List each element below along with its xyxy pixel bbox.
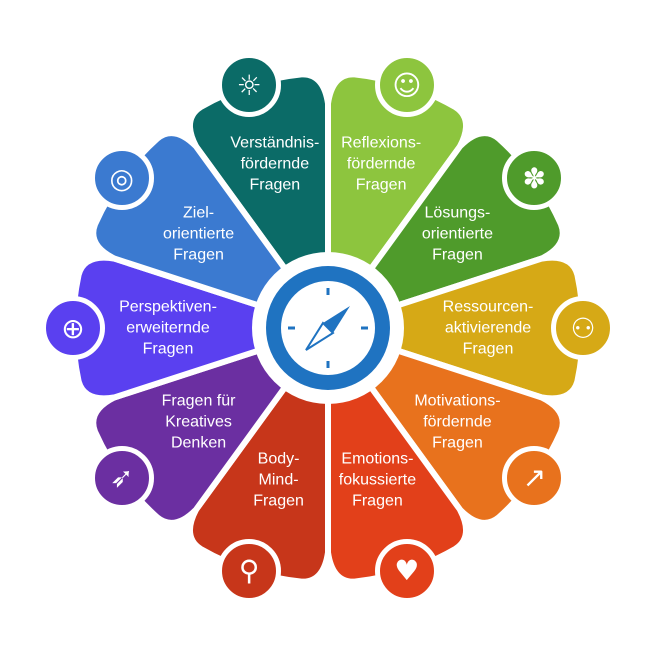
head-brain-icon: ☺: [374, 53, 439, 118]
rocket-icon: ➶: [89, 445, 154, 510]
segment-label: Body-Mind-Fragen: [253, 450, 304, 510]
compass-icon: [288, 288, 368, 368]
globe-icon: ⊕: [41, 296, 105, 360]
heart-icon: ♥: [374, 538, 439, 603]
bicycle-icon: ⚲: [217, 538, 282, 603]
lightbulb-icon: ☼: [217, 53, 282, 118]
target-icon: ◎: [89, 146, 154, 211]
puzzle-head-icon: ✽: [502, 146, 567, 211]
people-network-icon: ⚇: [551, 296, 615, 360]
growth-chart-icon: ↗: [502, 445, 567, 510]
